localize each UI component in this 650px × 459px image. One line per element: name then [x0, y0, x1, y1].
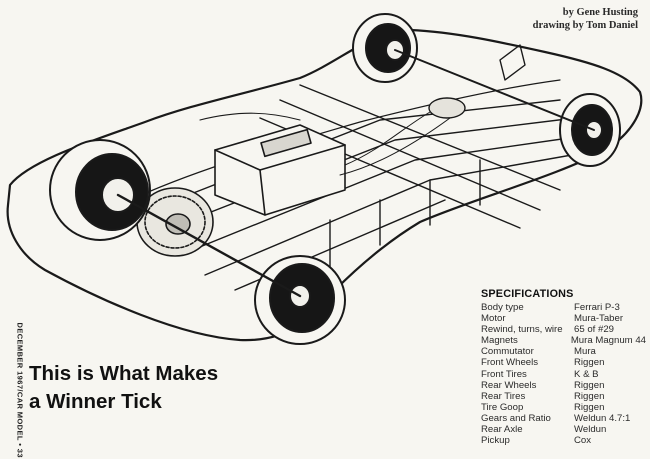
spec-row: Gears and Ratio Weldun 4.7:1: [481, 413, 646, 424]
byline: by Gene Husting drawing by Tom Daniel: [533, 6, 638, 32]
spec-label: Front Wheels: [481, 357, 539, 369]
spec-value: Mura-Taber: [574, 313, 624, 325]
pickup: [428, 44, 526, 119]
spec-value: Mura Magnum 44: [570, 335, 646, 347]
spec-label: Pickup: [481, 435, 510, 447]
spec-value: Mura: [574, 346, 596, 358]
spec-row: Motor Mura-Taber: [481, 313, 646, 324]
specifications-table: SPECIFICATIONS Body type Ferrari P-3 Moto…: [481, 288, 646, 446]
page-folio: DECEMBER 1967/CAR MODEL • 33: [8, 323, 25, 458]
spec-label: Rear Tires: [481, 390, 526, 402]
specifications-title: SPECIFICATIONS: [481, 288, 574, 300]
chassis-frame: [149, 84, 601, 291]
motor: [214, 124, 346, 216]
spec-row: Magnets Mura Magnum 44: [481, 335, 646, 346]
spec-value: Weldun 4.7:1: [574, 412, 631, 424]
rear-left-wheel: [49, 139, 151, 241]
body-inner-line: [119, 79, 561, 206]
drawing-credit: drawing by Tom Daniel: [532, 20, 638, 31]
body-cockpit-line: [199, 112, 301, 121]
spec-label: Magnets: [481, 335, 518, 347]
spec-row: Rear Wheels Riggen: [481, 380, 646, 391]
lead-wires: [339, 111, 451, 176]
spec-value: Cox: [574, 435, 592, 447]
spec-row: Tire Goop Riggen: [481, 402, 646, 413]
rear-right-wheel: [254, 255, 346, 345]
spec-label: Front Tires: [481, 368, 527, 380]
spec-value: 65 of #29: [574, 324, 615, 336]
spec-value: Riggen: [574, 390, 605, 402]
spec-label: Rewind, turns, wire: [481, 324, 563, 336]
folio-text: DECEMBER 1967/CAR MODEL • 33: [15, 322, 25, 458]
front-right-wheel: [559, 93, 621, 167]
headline-line-1: This is What Makes: [29, 362, 219, 385]
spec-value: Weldun: [574, 424, 607, 436]
spec-value: Ferrari P-3: [574, 302, 620, 313]
spec-label: Body type: [481, 302, 524, 313]
spec-label: Motor: [481, 313, 506, 325]
spec-row: Body type Ferrari P-3: [481, 302, 646, 313]
spec-label: Gears and Ratio: [481, 412, 551, 424]
rear-axle: [116, 193, 302, 298]
headline-line-2: a Winner Tick: [29, 390, 162, 413]
spec-label: Rear Wheels: [481, 379, 537, 391]
spec-label: Tire Goop: [481, 401, 524, 413]
spec-row: Front Tires K & B: [481, 369, 646, 380]
spec-row: Rear Tires Riggen: [481, 391, 646, 402]
spec-row: Rewind, turns, wire 65 of #29: [481, 324, 646, 335]
spec-label: Rear Axle: [481, 424, 523, 436]
front-left-wheel: [352, 13, 418, 83]
body-outline: [6, 28, 643, 342]
spec-row: Rear Axle Weldun: [481, 424, 646, 435]
spec-value: K & B: [574, 368, 599, 380]
article-headline: This is What Makes a Winner Tick: [29, 360, 229, 416]
spec-row: Commutator Mura: [481, 346, 646, 357]
spec-value: Riggen: [574, 401, 605, 413]
spec-row: Front Wheels Riggen: [481, 357, 646, 368]
spec-value: Riggen: [574, 379, 605, 391]
author-credit: by Gene Husting: [562, 7, 638, 18]
front-axle: [394, 49, 595, 131]
spec-row: Pickup Cox: [481, 435, 646, 446]
spec-label: Commutator: [481, 346, 534, 358]
spec-value: Riggen: [574, 357, 605, 369]
